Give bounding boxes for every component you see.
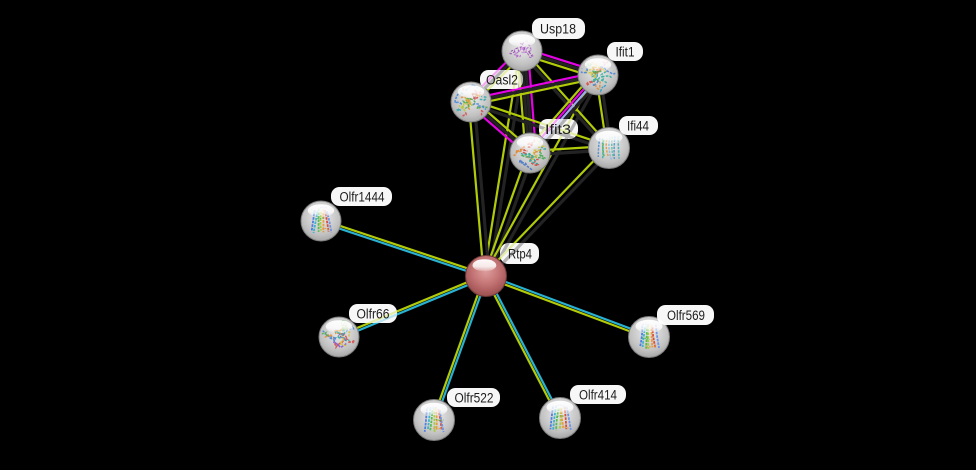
svg-text:Ifit3: Ifit3 [545, 122, 571, 137]
svg-text:Olfr569: Olfr569 [667, 308, 705, 323]
svg-text:Ifit1: Ifit1 [616, 44, 635, 59]
svg-text:Usp18: Usp18 [540, 21, 576, 36]
svg-text:Olfr414: Olfr414 [579, 387, 617, 402]
svg-text:Olfr522: Olfr522 [455, 390, 494, 405]
svg-text:Olfr1444: Olfr1444 [340, 189, 385, 204]
svg-text:Ifi44: Ifi44 [627, 118, 649, 133]
svg-text:Rtp4: Rtp4 [508, 246, 532, 261]
svg-text:Olfr66: Olfr66 [357, 306, 390, 321]
svg-text:Oasl2: Oasl2 [486, 72, 518, 87]
